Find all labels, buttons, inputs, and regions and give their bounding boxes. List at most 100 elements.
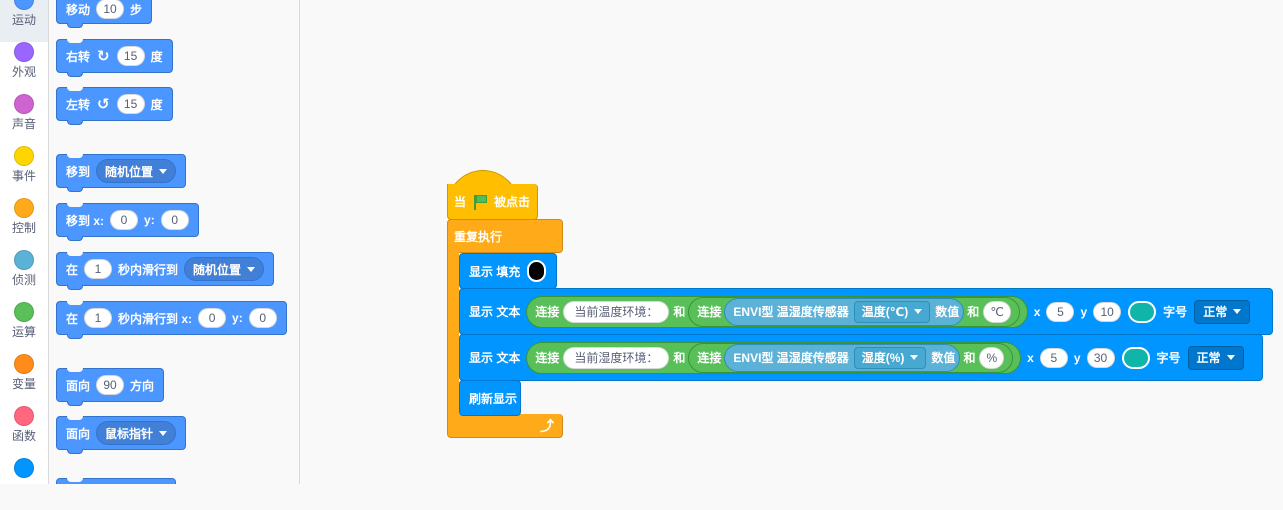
category-color-icon [14, 302, 34, 322]
font-size-dropdown[interactable]: 正常 [1194, 299, 1251, 324]
forever-block[interactable]: 重复执行 [447, 219, 563, 253]
glide-y-input[interactable]: 0 [248, 308, 277, 328]
sensor-reporter[interactable]: ENVI型 温湿度传感器 温度(℃) 数值 [724, 297, 965, 326]
join-reporter[interactable]: 连接 当前湿度环境： 和 连接 ENVI型 温湿度传感器 湿度(%) 数值 和 … [526, 341, 1022, 374]
dropdown-caret-icon [910, 355, 919, 360]
turn-right-label: 右转 [66, 49, 91, 64]
display-fill-block[interactable]: 显示 填充 [459, 253, 557, 289]
unit-input[interactable]: % [979, 346, 1005, 369]
category-2[interactable]: 外观 [0, 42, 48, 94]
sensor-reporter[interactable]: ENVI型 温湿度传感器 湿度(%) 数值 [724, 343, 961, 372]
join-reporter[interactable]: 连接 ENVI型 温湿度传感器 湿度(%) 数值 和 % [688, 342, 1014, 373]
category-8[interactable]: 变量 [0, 354, 48, 406]
category-color-icon [14, 198, 34, 218]
goto-xy-block[interactable]: 移到 x: 0 y: 0 [56, 203, 199, 241]
partial-block[interactable] [56, 478, 176, 484]
category-9[interactable]: 函数 [0, 406, 48, 458]
point-label: 面向 [66, 378, 91, 393]
move-steps-block[interactable]: 移动 10 步 [56, 0, 153, 28]
unit-input[interactable]: ℃ [983, 300, 1011, 323]
glide-block[interactable]: 在 1 秒内滑行到 随机位置 [56, 252, 275, 290]
turn-left-label: 左转 [66, 97, 91, 112]
point-towards-block[interactable]: 面向 鼠标指针 [56, 416, 187, 454]
dropdown-caret-icon [247, 266, 256, 272]
category-4[interactable]: 事件 [0, 146, 48, 198]
sensor-option-dropdown[interactable]: 温度(℃) [853, 300, 931, 323]
glide-xy-block[interactable]: 在 1 秒内滑行到 x: 0 y: 0 [56, 301, 287, 339]
glide-xy-seconds-input[interactable]: 1 [84, 308, 113, 328]
fill-color-picker[interactable] [527, 260, 546, 282]
direction-label: 方向 [130, 378, 155, 393]
category-color-icon [14, 94, 34, 114]
category-color-icon [14, 146, 34, 166]
glide-seconds-input[interactable]: 1 [84, 259, 113, 279]
glide-target-value: 随机位置 [193, 262, 242, 277]
y-input[interactable]: 10 [1093, 301, 1122, 322]
goto-target-dropdown[interactable]: 随机位置 [96, 159, 177, 183]
category-10[interactable] [0, 458, 48, 510]
refresh-display-block[interactable]: 刷新显示 [459, 380, 521, 416]
category-1[interactable]: 运动 [0, 0, 48, 42]
value-label: 数值 [935, 305, 960, 319]
sensor-option-dropdown[interactable]: 湿度(%) [853, 346, 927, 369]
x-input[interactable]: 5 [1046, 301, 1075, 322]
goto-block[interactable]: 移到 随机位置 [56, 154, 187, 192]
rotate-clockwise-icon: ↻ [97, 48, 110, 65]
glide-x-input[interactable]: 0 [198, 308, 227, 328]
goto-x-input[interactable]: 0 [110, 210, 139, 230]
y-label: y [1073, 350, 1081, 365]
text-input[interactable]: 当前温度环境： [563, 300, 670, 323]
display-text-block[interactable]: 显示 文本 连接 当前湿度环境： 和 连接 ENVI型 温湿度传感器 湿度(%)… [459, 334, 1263, 381]
text-color-picker[interactable] [1128, 300, 1157, 323]
category-label: 运算 [11, 325, 36, 339]
turn-right-block[interactable]: 右转 ↻ 15 度 [56, 39, 173, 77]
point-direction-block[interactable]: 面向 90 方向 [56, 368, 165, 406]
category-label: 事件 [11, 169, 36, 183]
category-label: 运动 [11, 13, 36, 27]
category-3[interactable]: 声音 [0, 94, 48, 146]
category-5[interactable]: 控制 [0, 198, 48, 250]
dropdown-caret-icon [1233, 309, 1242, 314]
display-text-block[interactable]: 显示 文本 连接 当前温度环境： 和 连接 ENVI型 温湿度传感器 温度(℃)… [459, 288, 1273, 335]
text-input[interactable]: 当前湿度环境： [563, 346, 670, 369]
direction-input[interactable]: 90 [96, 375, 125, 395]
goto-xy-label: 移到 x: [66, 213, 105, 228]
turn-left-degrees-input[interactable]: 15 [116, 94, 145, 114]
category-7[interactable]: 运算 [0, 302, 48, 354]
turn-right-degrees-input[interactable]: 15 [116, 46, 145, 66]
loop-arrow-icon: ⤴ [540, 418, 554, 434]
category-color-icon [14, 458, 34, 478]
y-input[interactable]: 30 [1086, 347, 1115, 368]
x-input[interactable]: 5 [1039, 347, 1068, 368]
category-label: 变量 [11, 377, 36, 391]
and-label: 和 [673, 351, 686, 365]
glide-target-dropdown[interactable]: 随机位置 [184, 257, 265, 281]
block-palette: 移动 10 步 右转 ↻ 15 度 左转 ↺ 15 度 移到 随机位置 移到 x… [49, 0, 300, 484]
category-rail: 运动外观声音事件控制侦测运算变量函数 [0, 0, 49, 484]
green-flag-icon [472, 194, 488, 210]
point-towards-value: 鼠标指针 [105, 426, 154, 441]
degrees-unit: 度 [150, 49, 163, 64]
forever-arm [447, 252, 459, 416]
x-label: x [1033, 304, 1041, 319]
font-size-dropdown[interactable]: 正常 [1187, 345, 1244, 370]
category-6[interactable]: 侦测 [0, 250, 48, 302]
steps-input[interactable]: 10 [96, 0, 125, 19]
font-size-value: 正常 [1196, 351, 1221, 365]
goto-y-input[interactable]: 0 [160, 210, 189, 230]
degrees-unit: 度 [150, 97, 163, 112]
font-size-label: 字号 [1163, 305, 1188, 319]
point-towards-dropdown[interactable]: 鼠标指针 [96, 421, 177, 445]
when-flag-clicked-block[interactable]: 当 被点击 [447, 170, 538, 220]
and-label: 和 [967, 305, 980, 319]
text-color-picker[interactable] [1121, 346, 1150, 369]
category-label: 侦测 [11, 273, 36, 287]
join-reporter[interactable]: 连接 ENVI型 温湿度传感器 温度(℃) 数值 和 ℃ [688, 296, 1020, 327]
sensor-name: ENVI型 温湿度传感器 [733, 305, 849, 319]
turn-left-block[interactable]: 左转 ↺ 15 度 [56, 87, 173, 125]
glide-xy-in-label: 在 [66, 311, 79, 326]
join-reporter[interactable]: 连接 当前温度环境： 和 连接 ENVI型 温湿度传感器 温度(℃) 数值 和 … [526, 295, 1028, 328]
join-label: 连接 [535, 305, 560, 319]
category-color-icon [14, 42, 34, 62]
move-label: 移动 [66, 2, 91, 17]
